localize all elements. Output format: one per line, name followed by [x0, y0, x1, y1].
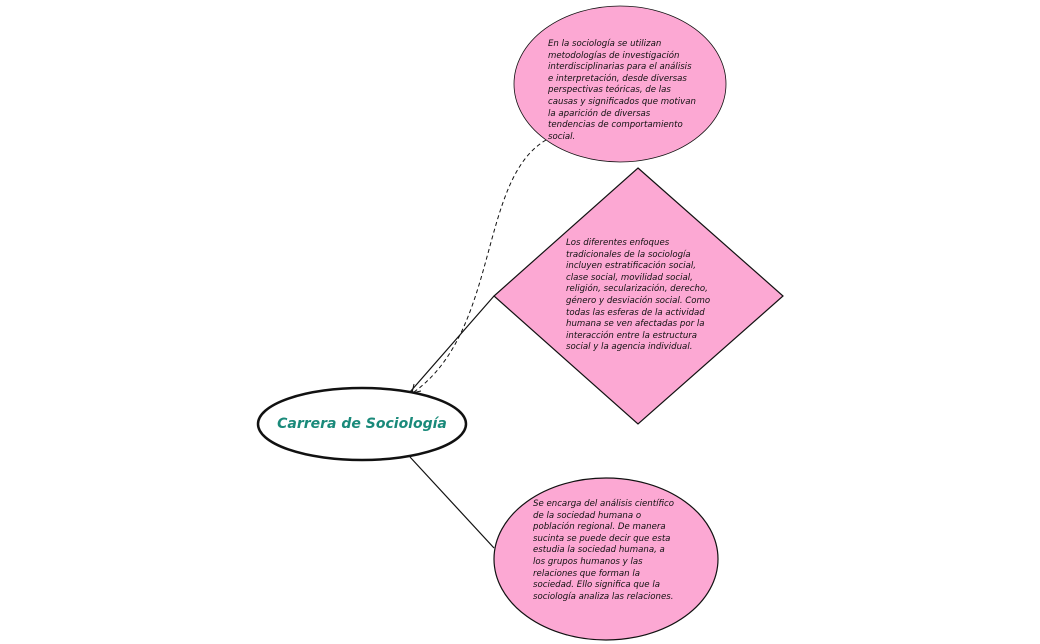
diamond-node[interactable] — [493, 167, 784, 425]
diamond-text: Los diferentes enfoques tradicionales de… — [566, 238, 711, 353]
central-topic-label: Carrera de Sociología — [277, 416, 447, 432]
top-ellipse-text: En la sociología se utilizan metodología… — [548, 39, 696, 142]
connector-central-to-bottom-ellipse — [409, 456, 495, 549]
bottom-ellipse-text: Se encarga del análisis científico de la… — [533, 499, 675, 602]
dashed-connector-top-ellipse-to-central — [413, 139, 547, 393]
connector-central-to-diamond — [409, 295, 495, 393]
central-topic-node[interactable] — [256, 386, 468, 462]
top-ellipse-node[interactable] — [513, 5, 727, 163]
bottom-ellipse-node[interactable] — [493, 477, 719, 641]
